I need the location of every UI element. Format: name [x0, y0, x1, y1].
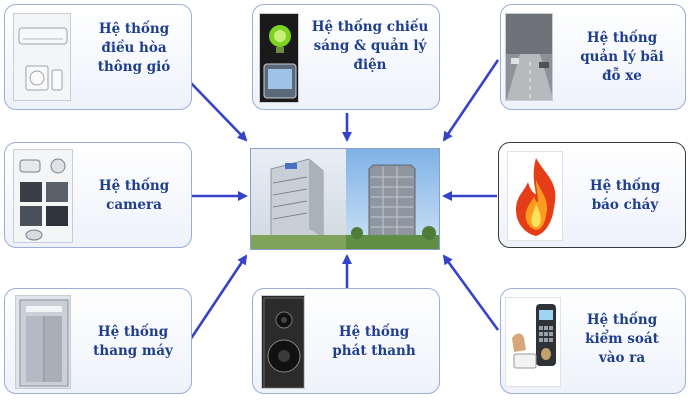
parking-garage-icon [505, 13, 553, 101]
node-fire: Hệ thống báo cháy [498, 142, 686, 248]
fire-icon [507, 151, 563, 241]
air-conditioner-icon [13, 13, 71, 101]
node-fire-label: Hệ thống báo cháy [589, 178, 661, 213]
speaker-icon [261, 295, 305, 389]
node-lighting: Hệ thống chiếu sáng & quản lý điện [252, 4, 440, 110]
light-bulb-meter-icon [259, 13, 299, 103]
arrow-parking [442, 59, 500, 142]
node-pa-label: Hệ thống phát thanh [332, 324, 416, 359]
elevator-icon [15, 295, 71, 389]
node-hvac-label: Hệ thống điều hòa thông gió [97, 21, 171, 75]
arrow-access [442, 254, 500, 331]
access-control-icon [505, 297, 561, 387]
node-elevator: Hệ thống thang máy [4, 288, 192, 394]
node-lighting-label: Hệ thống chiếu sáng & quản lý điện [311, 19, 429, 73]
node-pa: Hệ thống phát thanh [252, 288, 440, 394]
node-camera: Hệ thống camera [4, 142, 192, 248]
security-camera-icon [13, 149, 73, 243]
building-icon [251, 149, 439, 249]
node-access-label: Hệ thống kiểm soát vào ra [585, 312, 659, 366]
node-parking: Hệ thống quản lý bãi đỗ xe [500, 4, 686, 110]
node-parking-label: Hệ thống quản lý bãi đỗ xe [580, 30, 664, 84]
central-building [250, 148, 440, 250]
node-hvac: Hệ thống điều hòa thông gió [4, 4, 192, 110]
node-elevator-label: Hệ thống thang máy [93, 324, 173, 359]
node-access: Hệ thống kiểm soát vào ra [500, 288, 686, 394]
node-camera-label: Hệ thống camera [98, 178, 170, 213]
arrow-hvac [189, 81, 248, 142]
arrow-elevator [188, 254, 248, 341]
